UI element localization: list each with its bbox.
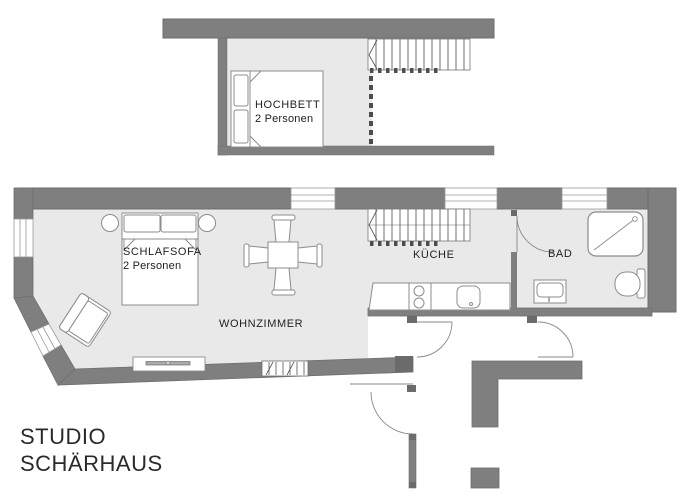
loft-stairs-dashes bbox=[370, 68, 438, 73]
neighbour-wall-block bbox=[470, 467, 500, 489]
loft-wall-top bbox=[162, 18, 495, 39]
stool-icon bbox=[101, 214, 119, 232]
main-wall-top bbox=[17, 187, 652, 210]
washbasin-icon bbox=[533, 279, 567, 304]
chair-seat bbox=[248, 245, 269, 265]
bath-door-icon bbox=[516, 215, 554, 253]
loft-edge-dashed-line bbox=[369, 76, 373, 144]
kitchen-bath-partition bbox=[511, 210, 517, 312]
main-wall-left bbox=[13, 187, 34, 299]
entry-door-icon bbox=[416, 321, 453, 358]
door-post-2 bbox=[527, 316, 537, 323]
radiator-icon bbox=[261, 360, 309, 377]
building-entrance-door-icon bbox=[350, 383, 417, 489]
window-left bbox=[13, 218, 34, 258]
main-stairs-dashes bbox=[370, 241, 438, 246]
hall-partition-wall bbox=[408, 433, 417, 489]
label-wohnzimmer: WOHNZIMMER bbox=[219, 318, 304, 330]
chair-back bbox=[271, 289, 296, 296]
dining-table-icon bbox=[243, 214, 323, 296]
loft-bed-icon bbox=[230, 70, 324, 148]
window-top-2 bbox=[444, 187, 498, 210]
main-stairs-icon bbox=[367, 208, 471, 242]
window-diagonal bbox=[30, 323, 62, 357]
shower-icon bbox=[587, 211, 644, 257]
loft-wall-bottom bbox=[217, 145, 495, 156]
stairs-direction-arrow bbox=[368, 39, 378, 70]
chair-back bbox=[271, 214, 296, 221]
living-wall-end-post bbox=[395, 356, 413, 372]
door-post-1 bbox=[407, 316, 417, 323]
label-kueche: KÜCHE bbox=[413, 249, 455, 261]
stool-icon bbox=[198, 214, 216, 232]
cooktop-burner bbox=[413, 297, 425, 309]
main-wall-right bbox=[647, 187, 677, 313]
main-plan bbox=[13, 187, 677, 489]
window-top-1 bbox=[290, 187, 336, 210]
chair-seat bbox=[273, 219, 292, 243]
chair-back bbox=[316, 243, 323, 268]
chair-back bbox=[243, 243, 250, 268]
loft-wall-left bbox=[217, 37, 228, 156]
kitchen-sink-icon bbox=[456, 285, 481, 309]
sideboard-tv-icon bbox=[132, 356, 206, 372]
window-top-3 bbox=[561, 187, 608, 210]
sofa-bed-icon bbox=[121, 212, 199, 306]
chair-seat bbox=[297, 245, 318, 265]
toilet-icon bbox=[614, 268, 646, 299]
neighbour-wall-l bbox=[471, 360, 583, 428]
hall-door-icon bbox=[537, 321, 574, 358]
table-top bbox=[267, 241, 299, 269]
label-bad: BAD bbox=[548, 248, 573, 260]
stairs-direction-arrow bbox=[368, 209, 378, 241]
chair-seat bbox=[273, 267, 292, 291]
loft-stairs-icon bbox=[367, 38, 471, 71]
cooktop-burner bbox=[413, 285, 425, 297]
loft-plan bbox=[162, 18, 495, 156]
kitchen-counter bbox=[368, 282, 511, 311]
armchair-icon bbox=[59, 293, 111, 347]
